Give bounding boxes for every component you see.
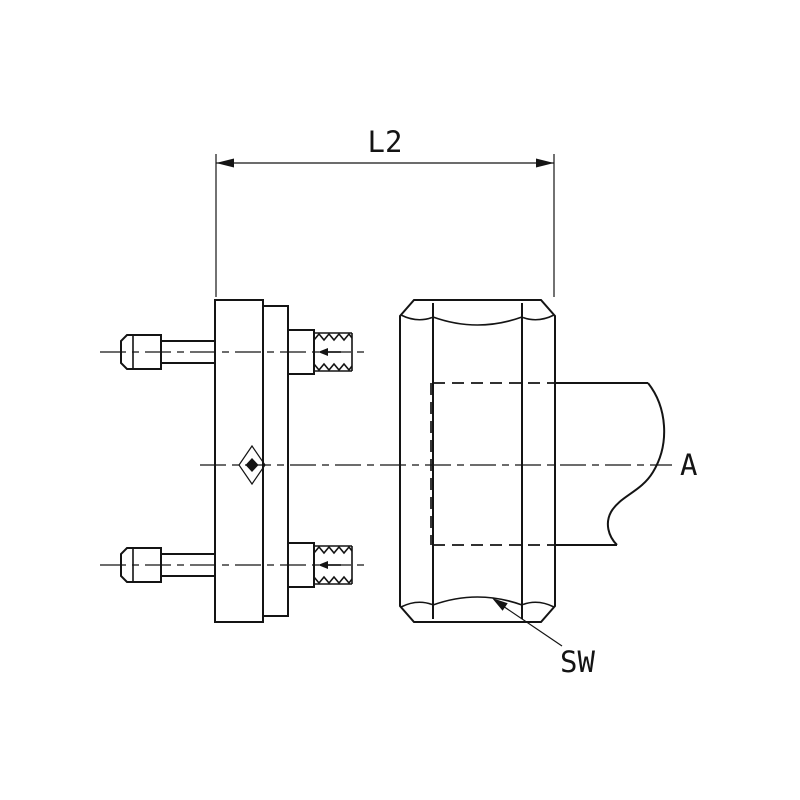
dimension-arrow-right [536,158,554,168]
flange-plate [214,299,289,623]
chamfer-arc-bottom-middle [432,596,523,606]
hidden-bore-dashed [430,382,555,546]
dimension-arrow-left [216,158,234,168]
pipe-with-break [555,382,666,546]
chamfer-arc-bottom-left [400,601,433,608]
sw-leader: SW [492,598,595,679]
sw-label: SW [560,645,595,679]
flange-boss [262,305,289,617]
chamfer-arc-top-right [522,314,555,321]
axis-a-label: A [680,448,697,482]
dimension-l2-label: L2 [368,125,403,159]
chamfer-arc-top-middle [432,316,523,326]
hex-nut-outline [399,299,556,623]
sw-leader-arrow [492,598,508,611]
centerline-main: A [200,448,697,482]
diamond-outline [238,444,266,486]
chamfer-arc-bottom-right [522,601,555,608]
flange-front-plate [214,299,264,623]
pipe-break-curve [606,382,666,546]
dimension-l2: L2 [215,125,555,297]
hex-nut [399,299,556,623]
chamfer-arc-top-left [400,314,433,321]
sw-leader-line [499,603,563,647]
